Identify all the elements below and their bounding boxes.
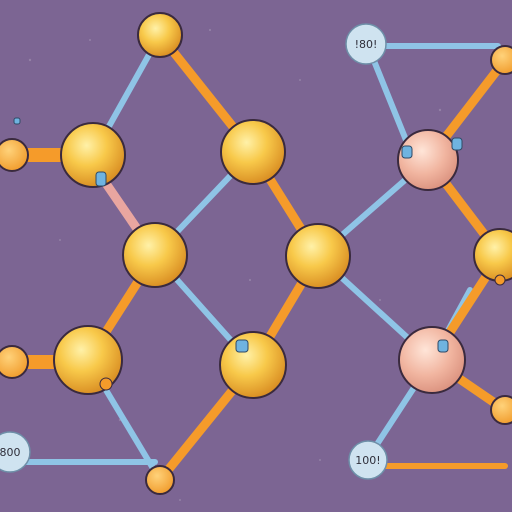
orange-bonds (3, 30, 510, 485)
connector (437, 339, 449, 353)
atom (398, 326, 466, 394)
label-badge (0, 431, 31, 473)
atom (122, 222, 188, 288)
atom (145, 465, 175, 495)
bond (365, 43, 413, 153)
atom (220, 119, 286, 185)
atom (490, 395, 512, 425)
atom (60, 122, 126, 188)
orange-nubs (99, 274, 506, 391)
atoms (0, 12, 512, 495)
atom (137, 12, 183, 58)
label-badge (348, 440, 388, 480)
connector (13, 117, 21, 125)
label-text: 800 (0, 446, 21, 459)
blue-bonds (15, 32, 501, 483)
background-texture (28, 28, 472, 501)
connector (95, 171, 107, 187)
label-text: 100! (355, 454, 380, 467)
atom (473, 228, 512, 282)
atom (0, 138, 29, 172)
connector-nubs (13, 117, 463, 353)
label-top-right: !80! (345, 23, 387, 65)
nub (99, 377, 113, 391)
atom (490, 45, 512, 75)
label-bottom-left: 800 (0, 431, 31, 473)
atom (397, 129, 459, 191)
atom (0, 345, 29, 379)
label-text: !80! (355, 38, 378, 51)
atom (285, 223, 351, 289)
connector (235, 339, 249, 353)
connector (401, 145, 413, 159)
atom (219, 331, 287, 399)
label-bottom-right: 100! (348, 440, 388, 480)
nub (494, 274, 506, 286)
connector (451, 137, 463, 151)
label-badge (345, 23, 387, 65)
atom (53, 325, 123, 395)
